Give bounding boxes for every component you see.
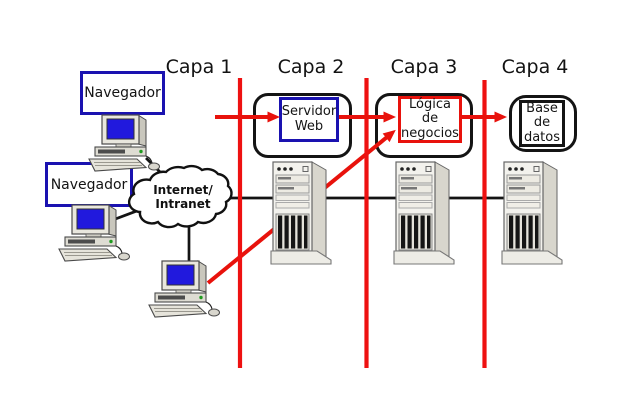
desktop-computer-icon: [58, 204, 131, 262]
web-server-box: Servidor Web: [279, 97, 339, 142]
business-logic-box: Lógica de negocios: [398, 96, 462, 143]
web-server-label-line: Web: [294, 118, 324, 134]
web-server-label-line: Servidor: [281, 104, 337, 119]
cloud-label-line: Internet/: [153, 183, 213, 197]
network-lines: [109, 157, 516, 264]
server-tower-icon: [393, 161, 455, 265]
database-box: Base de datos: [519, 100, 565, 147]
layer-label-capa-2: Capa 2: [277, 56, 345, 78]
layer-label-capa-3: Capa 3: [390, 56, 458, 78]
browser-box-1-label: Navegador: [84, 85, 161, 101]
database-label-line: de: [533, 115, 551, 131]
desktop-computer-icon: [148, 260, 221, 318]
arrow-client-to-business-logic: [206, 129, 396, 285]
database-label-line: Base: [526, 100, 558, 116]
browser-box-1: Navegador: [80, 71, 165, 115]
business-logic-label-line: de: [421, 111, 439, 127]
business-logic-label-line: Lógica: [409, 96, 451, 112]
server-tower-icon: [270, 161, 332, 265]
server-tower-icon: [501, 161, 563, 265]
layer-label-capa-4: Capa 4: [501, 56, 569, 78]
cloud-label-line: Intranet: [155, 196, 211, 211]
browser-box-2-label: Navegador: [50, 176, 128, 193]
database-label-line: datos: [523, 129, 561, 145]
cloud-label: Internet/ Intranet: [138, 183, 228, 211]
browser-box-2: Navegador: [45, 162, 133, 207]
layer-label-capa-1: Capa 1: [165, 56, 233, 78]
business-logic-label-line: negocios: [401, 125, 459, 141]
